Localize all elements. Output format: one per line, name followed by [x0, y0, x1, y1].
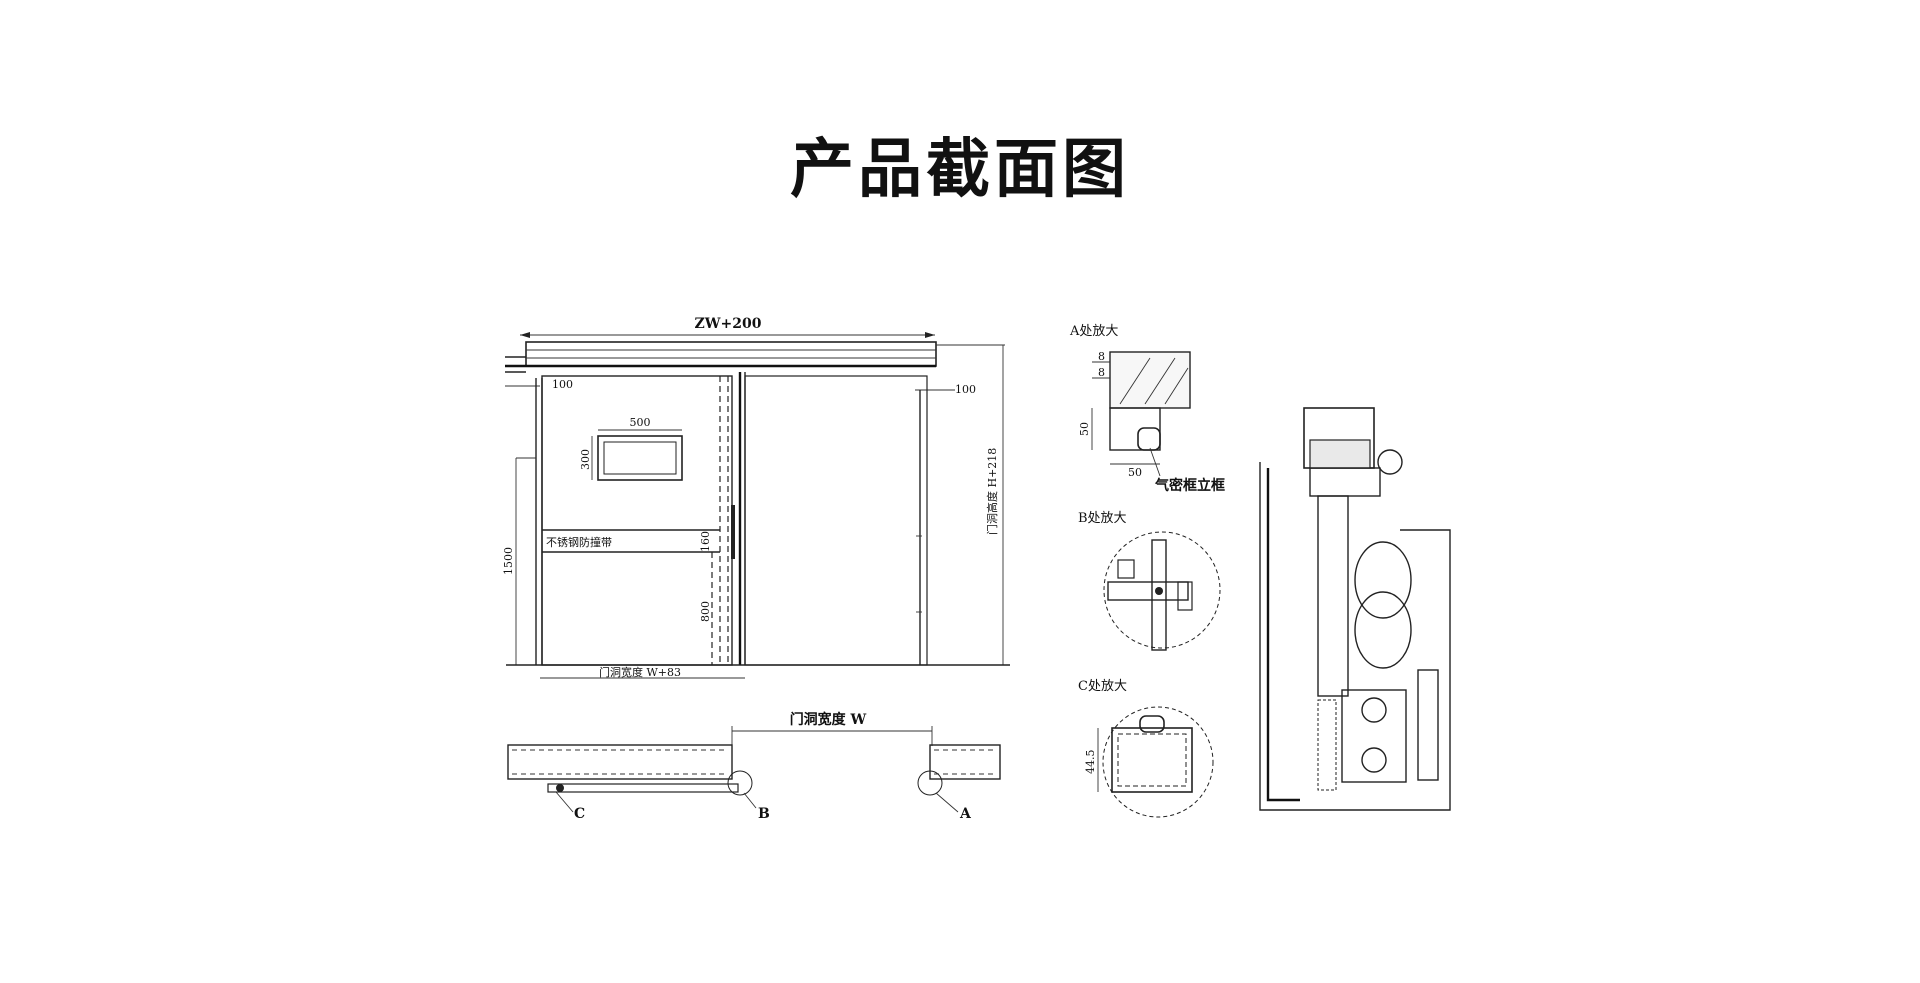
- wheel: [1361, 697, 1387, 723]
- side-profile: [1417, 669, 1439, 781]
- detail-b-bolt: [1155, 587, 1163, 595]
- plan-door-leaf: [547, 783, 739, 793]
- front-elevation: ZW+200 100 100 500 300 不: [502, 316, 1010, 679]
- seal-c: [556, 784, 564, 792]
- arrow: [925, 332, 935, 338]
- right-wall: [929, 744, 1001, 780]
- left-wall: [507, 744, 733, 780]
- rail-profile: [1400, 529, 1451, 545]
- wheel: [1361, 747, 1387, 773]
- motor-body: [1309, 439, 1371, 469]
- detail-c-circle: [1102, 706, 1214, 818]
- frame-profile-outer: [1259, 462, 1451, 811]
- arrow: [520, 332, 530, 338]
- detail-c-seal: [1139, 715, 1165, 733]
- dim-1500: 1500: [502, 547, 515, 575]
- dim-a-50h: 50: [1128, 466, 1142, 479]
- dim-800: 800: [699, 601, 712, 622]
- rack: [1317, 699, 1337, 791]
- detail-b-circle: [1103, 531, 1221, 649]
- dim-right-100: 100: [955, 383, 976, 396]
- motor-knob: [1377, 449, 1403, 475]
- leader-c: [555, 791, 574, 813]
- detail-a-wall: [1109, 351, 1191, 409]
- detail-c-title: C处放大: [1078, 679, 1127, 694]
- dim-opening-width: 门洞宽度 W: [790, 711, 867, 728]
- carriage: [1341, 689, 1407, 783]
- detail-circle-b: [727, 770, 753, 796]
- dim-a-8b: 8: [1098, 366, 1105, 379]
- detail-b-title: B处放大: [1078, 511, 1127, 526]
- page-title: 产品截面图: [790, 133, 1130, 207]
- dim-opening-height: 门洞高度 H+218: [985, 448, 999, 535]
- detail-b-block: [1117, 559, 1135, 579]
- detail-circle-a: [917, 770, 943, 796]
- detail-a-title: A处放大: [1069, 324, 1118, 339]
- frame-profile-left: [1266, 468, 1300, 802]
- roller-upper: [1354, 541, 1412, 619]
- detail-c: C处放大 44.5: [1078, 679, 1214, 818]
- top-rail: [525, 341, 937, 367]
- dim-window-height: 300: [579, 449, 592, 470]
- roller-lower: [1354, 591, 1412, 669]
- detail-b-rod: [1151, 539, 1167, 651]
- dim-window-width: 500: [630, 416, 651, 429]
- hatch: [1164, 367, 1189, 405]
- detail-c-profile: [1111, 727, 1193, 793]
- dim-bottom-width: 门洞宽度 W+83: [599, 665, 681, 679]
- leader-b: [743, 792, 757, 809]
- leader: [1149, 447, 1161, 477]
- plan-section: 门洞宽度 W C B A: [507, 711, 1001, 822]
- label-b: B: [758, 806, 770, 822]
- dim-a-50v: 50: [1078, 422, 1091, 436]
- label-a: A: [959, 806, 972, 822]
- detail-a-label: 气密框立框: [1154, 477, 1225, 494]
- dim-strip-height: 160: [699, 531, 712, 552]
- door-handle: [731, 505, 735, 559]
- dim-total-width: ZW+200: [695, 316, 762, 332]
- door-window-inner: [603, 441, 677, 475]
- detail-a-frame: [1109, 407, 1161, 451]
- operator-section: [1259, 407, 1451, 811]
- motor-mount: [1309, 467, 1381, 497]
- detail-a-seal: [1137, 427, 1161, 451]
- detail-a: A处放大 8 8 50 50 气密框立框: [1069, 324, 1225, 494]
- dim-left-100: 100: [552, 378, 573, 391]
- hatch: [1119, 357, 1151, 405]
- detail-c-inner: [1117, 733, 1187, 787]
- leader-a: [935, 792, 959, 813]
- dim-a-8a: 8: [1098, 350, 1105, 363]
- detail-b-block: [1177, 581, 1193, 611]
- right-panel: [744, 375, 928, 666]
- detail-b-bracket: [1107, 581, 1189, 601]
- strip-label: 不锈钢防撞带: [546, 535, 612, 549]
- dim-c: 44.5: [1084, 750, 1097, 775]
- hatch: [1144, 357, 1176, 405]
- door-window: [597, 435, 683, 481]
- drive-plate: [1317, 495, 1349, 697]
- label-c: C: [574, 806, 585, 822]
- detail-b: B处放大: [1078, 511, 1221, 651]
